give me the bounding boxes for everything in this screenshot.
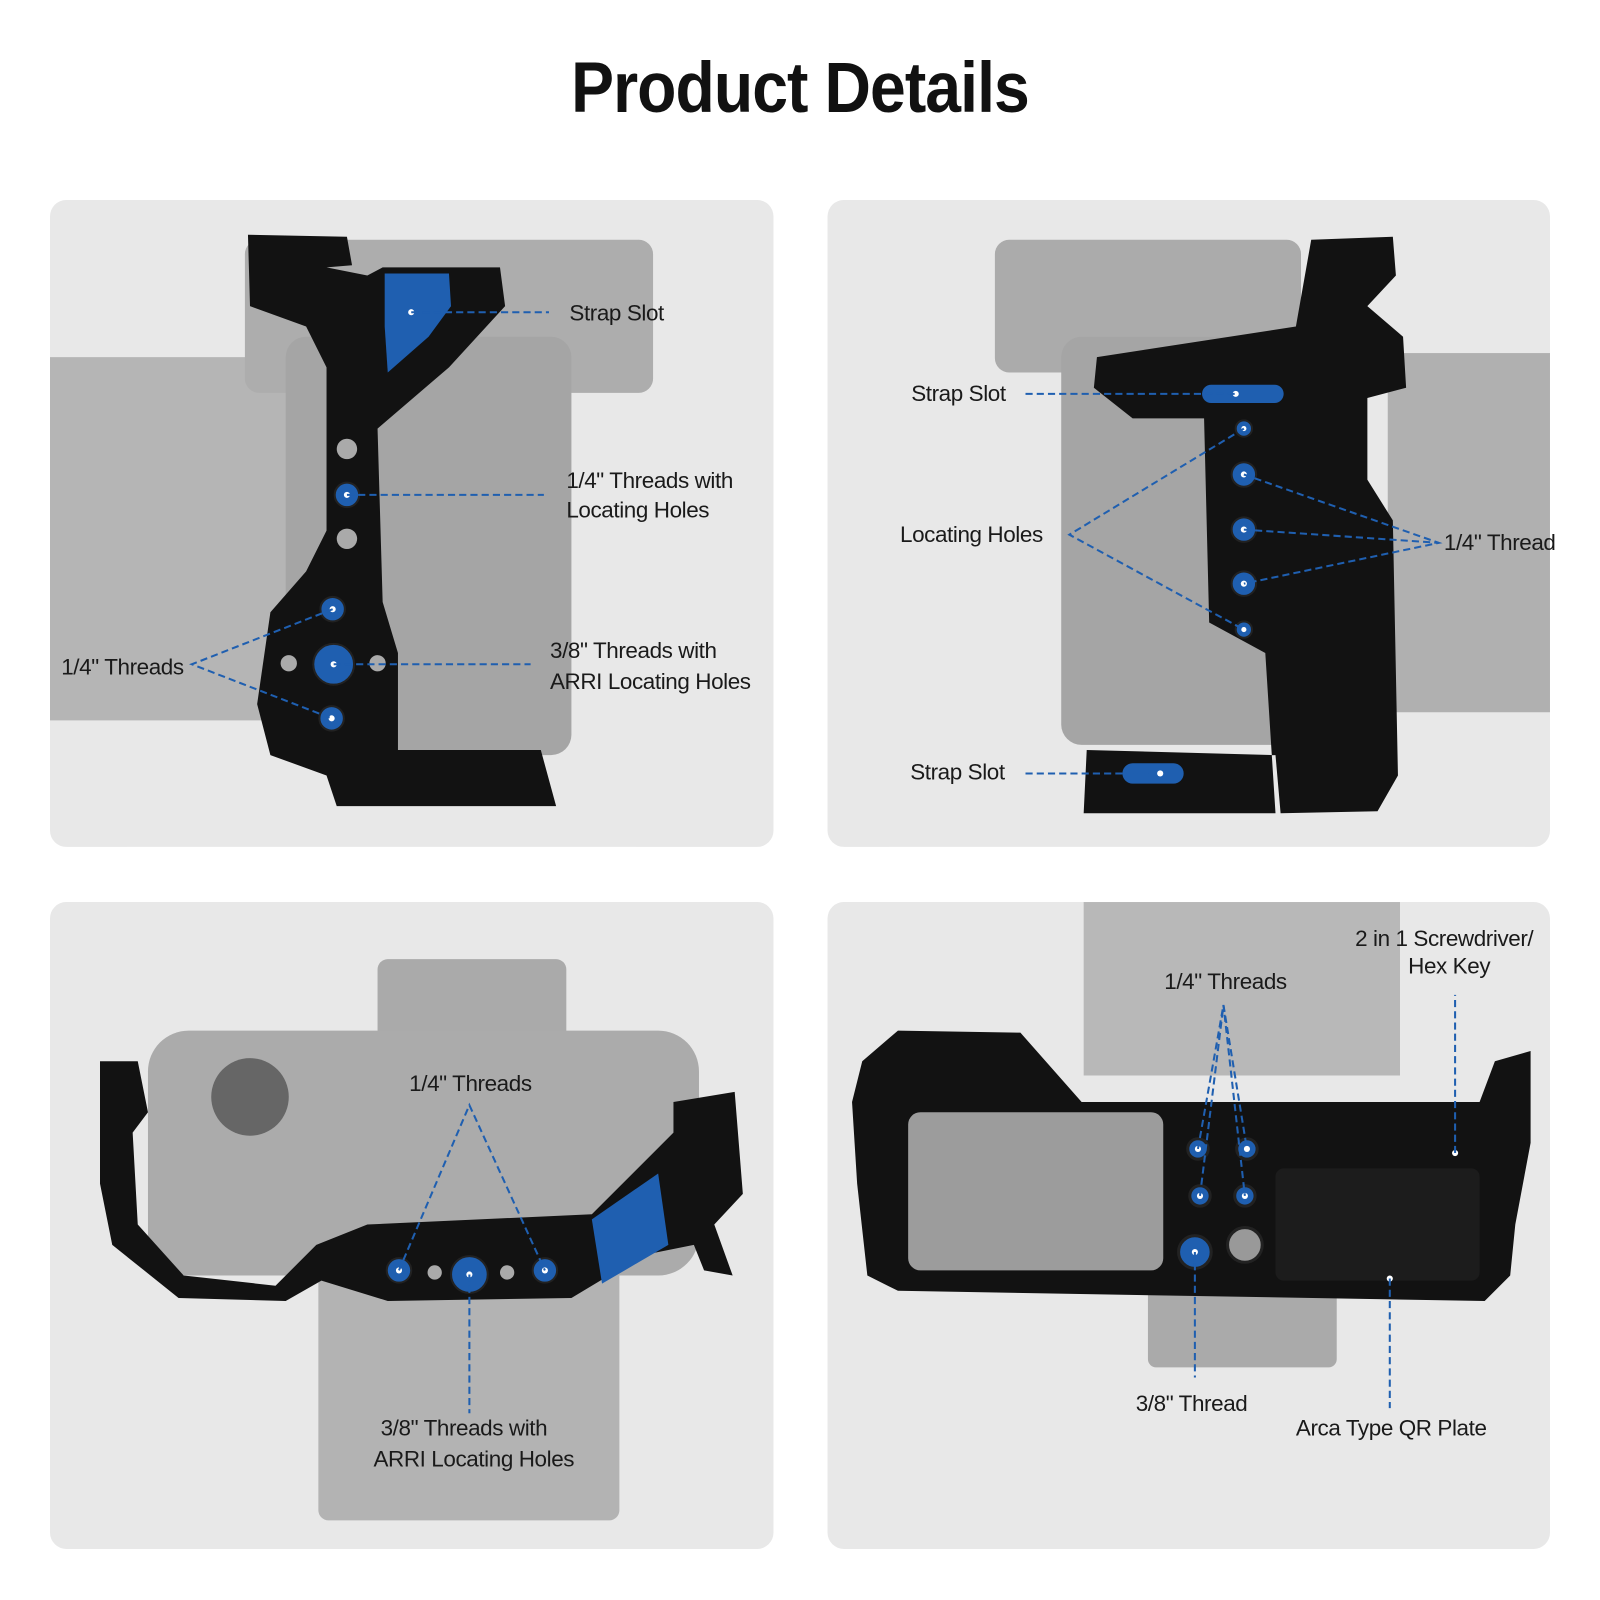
label-arca-plate: Arca Type QR Plate	[1295, 1415, 1487, 1441]
camera-cage-bottom-view	[852, 902, 1531, 1409]
label-hex-key: Hex Key	[1408, 953, 1491, 979]
label-screwdriver: 2 in 1 Screwdriver/	[1355, 925, 1534, 952]
label-quarter-threads-bottom: 1/4" Threads	[1164, 968, 1287, 994]
label-quarter-threads: 1/4" Threads	[61, 654, 184, 680]
camera-cage-top-view	[99, 959, 743, 1521]
camera-cage-left-side	[49, 234, 654, 807]
label-strap-slot-top: Strap Slot	[911, 380, 1006, 407]
label-threads-locating: 1/4" Threads with	[566, 467, 733, 493]
label-locating-holes: Locating Holes	[899, 521, 1043, 547]
camera-cage-right-side	[994, 236, 1550, 814]
label-strap-slot: Strap Slot	[569, 299, 664, 326]
page-title: Product Details	[571, 47, 1030, 128]
label-arri: 3/8" Threads with	[549, 637, 717, 664]
label-arri-2: ARRI Locating Holes	[549, 668, 751, 694]
label-strap-slot-bottom: Strap Slot	[910, 759, 1005, 785]
label-quarter-threads-top: 1/4" Threads	[409, 1070, 532, 1096]
label-eighth-thread: 3/8" Thread	[1135, 1390, 1248, 1417]
label-quarter-thread: 1/4" Thread	[1443, 529, 1556, 556]
label-threads-locating-2: Locating Holes	[566, 496, 710, 523]
label-arri-top: 3/8" Threads with	[380, 1415, 548, 1441]
label-arri-top-2: ARRI Locating Holes	[373, 1445, 575, 1472]
